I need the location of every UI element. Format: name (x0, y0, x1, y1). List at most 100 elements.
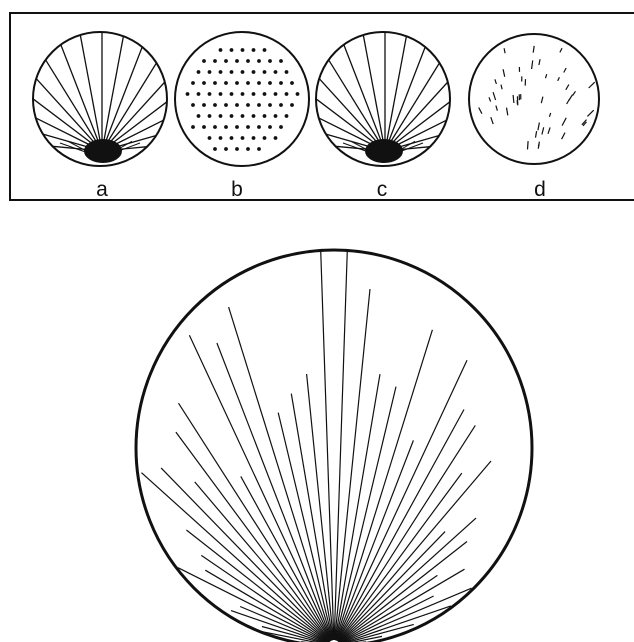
dot (202, 103, 206, 107)
dash (573, 91, 576, 95)
radial-line (186, 530, 329, 642)
dot (219, 48, 223, 52)
dash (507, 108, 508, 116)
dot (257, 59, 261, 63)
dot (274, 70, 278, 74)
dot (241, 48, 245, 52)
dot (224, 147, 228, 151)
option-c[interactable]: c (316, 32, 450, 201)
dot (252, 48, 256, 52)
dash (536, 131, 537, 138)
radial-line (205, 570, 328, 642)
dot (268, 103, 272, 107)
dash (539, 59, 540, 65)
dash (528, 141, 529, 149)
dash (569, 95, 573, 101)
dot (230, 136, 234, 140)
dot (202, 81, 206, 85)
option-a-label: a (96, 178, 108, 201)
radial-line (176, 432, 331, 641)
dot (290, 103, 294, 107)
dot (263, 114, 267, 118)
dot (285, 114, 289, 118)
dot (285, 92, 289, 96)
radial-line (385, 82, 448, 151)
dot (202, 59, 206, 63)
dash (566, 85, 569, 90)
dash (504, 48, 505, 53)
dash (489, 97, 491, 101)
dot (279, 103, 283, 107)
dot (263, 70, 267, 74)
option-c-dense-core (365, 139, 403, 163)
dot (219, 70, 223, 74)
dot (213, 147, 217, 151)
dash (549, 113, 550, 117)
dot (213, 81, 217, 85)
dot (246, 81, 250, 85)
radial-line (338, 532, 445, 642)
dot (224, 81, 228, 85)
dot (279, 81, 283, 85)
dash (495, 79, 497, 84)
option-b[interactable]: b (175, 32, 309, 201)
dot (224, 103, 228, 107)
dash (493, 92, 496, 100)
option-c-label: c (377, 178, 388, 201)
dot (263, 92, 267, 96)
dash (548, 127, 550, 133)
dash (562, 133, 565, 140)
dot (268, 59, 272, 63)
option-d-label: d (534, 178, 546, 201)
dash (491, 117, 493, 124)
dot (241, 114, 245, 118)
dot (246, 125, 250, 129)
dot (274, 114, 278, 118)
dot (224, 125, 228, 129)
option-d-dashes (479, 46, 595, 149)
dash (542, 127, 544, 134)
options-panel-frame (10, 13, 634, 200)
dot (252, 114, 256, 118)
dot (246, 103, 250, 107)
radial-line (241, 476, 331, 640)
main-figure (136, 250, 532, 642)
dot (219, 136, 223, 140)
dot (235, 147, 239, 151)
dot (191, 125, 195, 129)
option-a[interactable]: a (33, 32, 167, 201)
dot (191, 81, 195, 85)
dot (241, 136, 245, 140)
dot (268, 125, 272, 129)
dot (257, 103, 261, 107)
dot (202, 125, 206, 129)
dot (197, 92, 201, 96)
main-figure-circle (136, 250, 532, 642)
option-d[interactable]: d (469, 34, 599, 201)
dot (235, 81, 239, 85)
dot (290, 81, 294, 85)
dot (208, 136, 212, 140)
dot (246, 59, 250, 63)
option-b-circle (175, 32, 309, 166)
dot (186, 92, 190, 96)
dot (241, 70, 245, 74)
dot (279, 125, 283, 129)
dash (562, 118, 566, 126)
option-d-circle (469, 34, 599, 164)
dash (541, 97, 543, 104)
dot (257, 125, 261, 129)
radial-line (338, 473, 462, 641)
dash (503, 69, 505, 77)
dot (230, 48, 234, 52)
dot (213, 125, 217, 129)
dot (257, 147, 261, 151)
dot (230, 70, 234, 74)
radial-line (179, 403, 331, 641)
dot (208, 70, 212, 74)
radial-line (189, 335, 331, 640)
dot (219, 92, 223, 96)
dash (546, 74, 547, 78)
dash (538, 123, 540, 131)
